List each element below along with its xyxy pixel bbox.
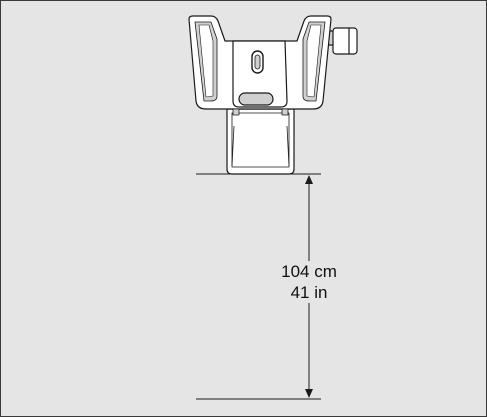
seat-back-panel [232, 40, 288, 108]
dimension-imperial: 41 in [290, 283, 328, 302]
dimension-label: 104 cm 41 in [259, 261, 359, 303]
seat-handle [238, 92, 274, 106]
car-seat-top-view-icon [188, 15, 358, 175]
seat-base [226, 108, 295, 175]
dimension-metric: 104 cm [281, 262, 337, 281]
